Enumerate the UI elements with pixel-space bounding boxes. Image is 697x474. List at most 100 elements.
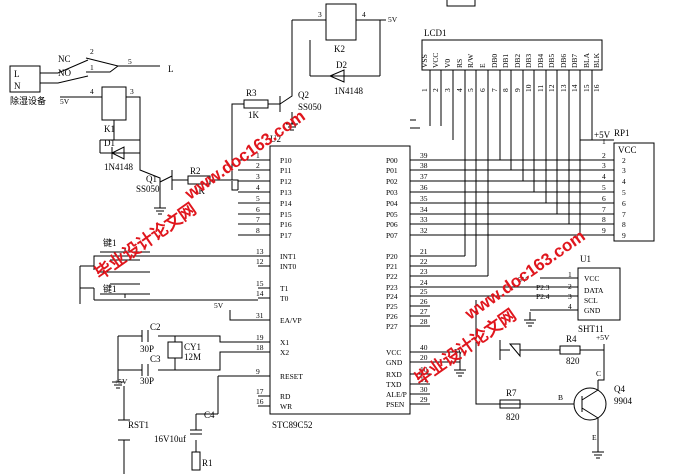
lcd-ref: LCD1 (424, 28, 447, 38)
r7-value: 820 (506, 412, 520, 422)
relay2-pin3: 3 (318, 10, 322, 19)
sensor-body (577, 267, 621, 321)
mcu-pin-name: INT0 (280, 262, 296, 271)
lcd-pin-number: 10 (524, 84, 533, 92)
mcu-pin-number: 6 (256, 205, 260, 214)
mcu-pin-name: P07 (386, 231, 398, 240)
rp1-pin-label: 6 (622, 199, 626, 208)
mcu-pin-number: 12 (256, 257, 264, 266)
mcu-pin-number: 21 (420, 247, 428, 256)
relay2-supply: 5V (388, 15, 398, 24)
r3-value: 1K (248, 110, 260, 120)
mcu-pin-number: 31 (256, 311, 264, 320)
rp1-pin-label: 7 (622, 210, 626, 219)
mcu-body (269, 145, 411, 415)
key2-label: 键1 (103, 283, 117, 294)
lcd-pin-name: RS (455, 59, 464, 68)
mcu-pin-name: P02 (386, 177, 398, 186)
mcu-pin-name: P14 (280, 199, 292, 208)
lcd-pin-number: 12 (547, 84, 556, 92)
mcu-pin-name: TXD (386, 380, 402, 389)
rp1-pin-number: 8 (602, 215, 606, 224)
mcu-pin-name: P22 (386, 272, 398, 281)
mcu-pin-number: 35 (420, 194, 428, 203)
lcd-pin-number: 5 (466, 88, 475, 92)
r2-value: 1K (194, 186, 206, 196)
mcu-pin-number: 32 (420, 226, 428, 235)
mcu-pin-name: PSEN (386, 400, 405, 409)
mcu-pin-name: P00 (386, 156, 398, 165)
rp1-pin-number: 7 (602, 205, 606, 214)
rp1-pin-number: 9 (602, 226, 606, 235)
relay2-body (325, 3, 357, 41)
mcu-pin-number: 33 (420, 215, 428, 224)
lcd-pin-name: VCC (431, 53, 440, 68)
rp1-pin-label: 8 (622, 220, 626, 229)
lcd-pin-name: VSS (420, 54, 429, 68)
mcu-pin-name: P15 (280, 210, 292, 219)
mcu-pin-number: 4 (256, 183, 260, 192)
q4-b: B (558, 393, 563, 402)
r3-ref: R3 (246, 88, 257, 98)
mcu-pin-number: 37 (420, 172, 428, 181)
ea-supply: 5V (214, 301, 224, 310)
mcu-pin-name: P01 (386, 166, 398, 175)
d1-part: 1N4148 (104, 162, 133, 172)
mcu-pin-number: 9 (256, 367, 260, 376)
mcu-pin-number: 30 (420, 385, 428, 394)
rp1-vcc: VCC (618, 145, 637, 155)
mcu-pin-name: VCC (386, 348, 401, 357)
mcu-right-pins: 39P0038P0137P0236P0335P0434P0533P0632P07… (386, 151, 428, 409)
relay1-ref: K1 (104, 124, 115, 134)
lcd-pin-name: BLK (592, 52, 601, 68)
lcd-pin-number: 15 (582, 84, 591, 92)
mcu-pin-number: 19 (256, 333, 264, 342)
mcu-pin-name: X2 (280, 348, 289, 357)
rp1-pin-number: 3 (602, 161, 606, 170)
mcu-pin-number: 24 (420, 278, 428, 287)
sensor-net1: P2.3 (536, 283, 550, 292)
relay1-supply: 5V (60, 97, 70, 106)
relay1-pin2: 2 (90, 47, 94, 56)
load-n: N (14, 81, 21, 91)
r1-ref: R1 (202, 458, 213, 468)
sensor-pin-name: VCC (584, 274, 599, 283)
y1-value: 12M (184, 352, 201, 362)
sensor-pin-name: DATA (584, 286, 604, 295)
c4-value: 16V10uf (154, 434, 186, 444)
mcu-pin-name: RD (280, 392, 291, 401)
rp1-pin-number: 5 (602, 183, 606, 192)
mcu-pin-name: P21 (386, 262, 398, 271)
mcu-pin-number: 1 (256, 151, 260, 160)
rp1-pin-number: 2 (602, 151, 606, 160)
rp1-body (613, 142, 655, 242)
rp1-supply: +5V (594, 130, 611, 140)
rp1-pin-label: 5 (622, 188, 626, 197)
relay1-pin1: 1 (90, 63, 94, 72)
mcu-pin-number: 15 (256, 279, 264, 288)
lcd-pin-name: R/W (466, 53, 475, 68)
mcu-pin-name: X1 (280, 338, 289, 347)
mcu-pin-name: P11 (280, 166, 292, 175)
c3-ref: C3 (150, 354, 161, 364)
mcu-pin-number: 18 (256, 343, 264, 352)
sensor-pin-number: 3 (568, 292, 572, 301)
sensor-pin-number: 4 (568, 302, 572, 311)
mcu-pin-number: 38 (420, 161, 428, 170)
mcu-pin-name: P06 (386, 220, 398, 229)
mcu-pin-number: 40 (420, 343, 428, 352)
mcu-pin-number: 39 (420, 151, 428, 160)
lcd-pin-number: 8 (501, 88, 510, 92)
lcd-pin-name: DB3 (524, 54, 533, 68)
y1-ref: CY1 (184, 342, 201, 352)
r4-supply: +5V (596, 333, 610, 342)
rp1-pin-number: 6 (602, 194, 606, 203)
mcu-pin-number: 3 (256, 172, 260, 181)
mcu-pin-number: 13 (256, 247, 264, 256)
q4-c: C (596, 369, 601, 378)
mcu-pin-number: 14 (256, 289, 264, 298)
mcu-pin-number: 16 (256, 397, 264, 406)
